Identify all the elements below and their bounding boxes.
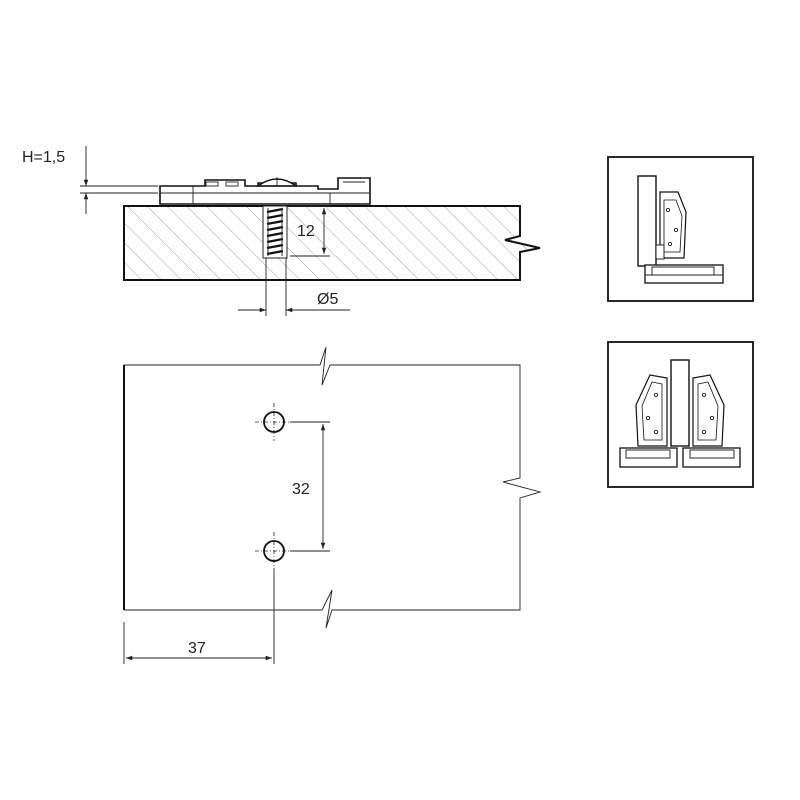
panel-section: [123, 205, 541, 281]
drill-hole-lower: [255, 532, 293, 570]
hole-diameter-label: Ø5: [317, 291, 338, 308]
screw-depth-label: 12: [297, 223, 315, 240]
height-offset-label: H=1,5: [22, 149, 65, 166]
side-section-view: H=1,5 12 Ø5: [22, 146, 541, 316]
mounting-plate: [159, 177, 371, 205]
drill-hole-upper: [255, 403, 293, 441]
hinge-closed-icon: [607, 156, 754, 302]
screw-hole: [262, 205, 288, 259]
screw-thread: [266, 207, 284, 256]
edge-distance-label: 37: [188, 640, 206, 657]
top-view: 32 37: [123, 346, 542, 664]
hole-spacing-label: 32: [292, 481, 310, 498]
hinge-pair-icon: [607, 341, 754, 488]
